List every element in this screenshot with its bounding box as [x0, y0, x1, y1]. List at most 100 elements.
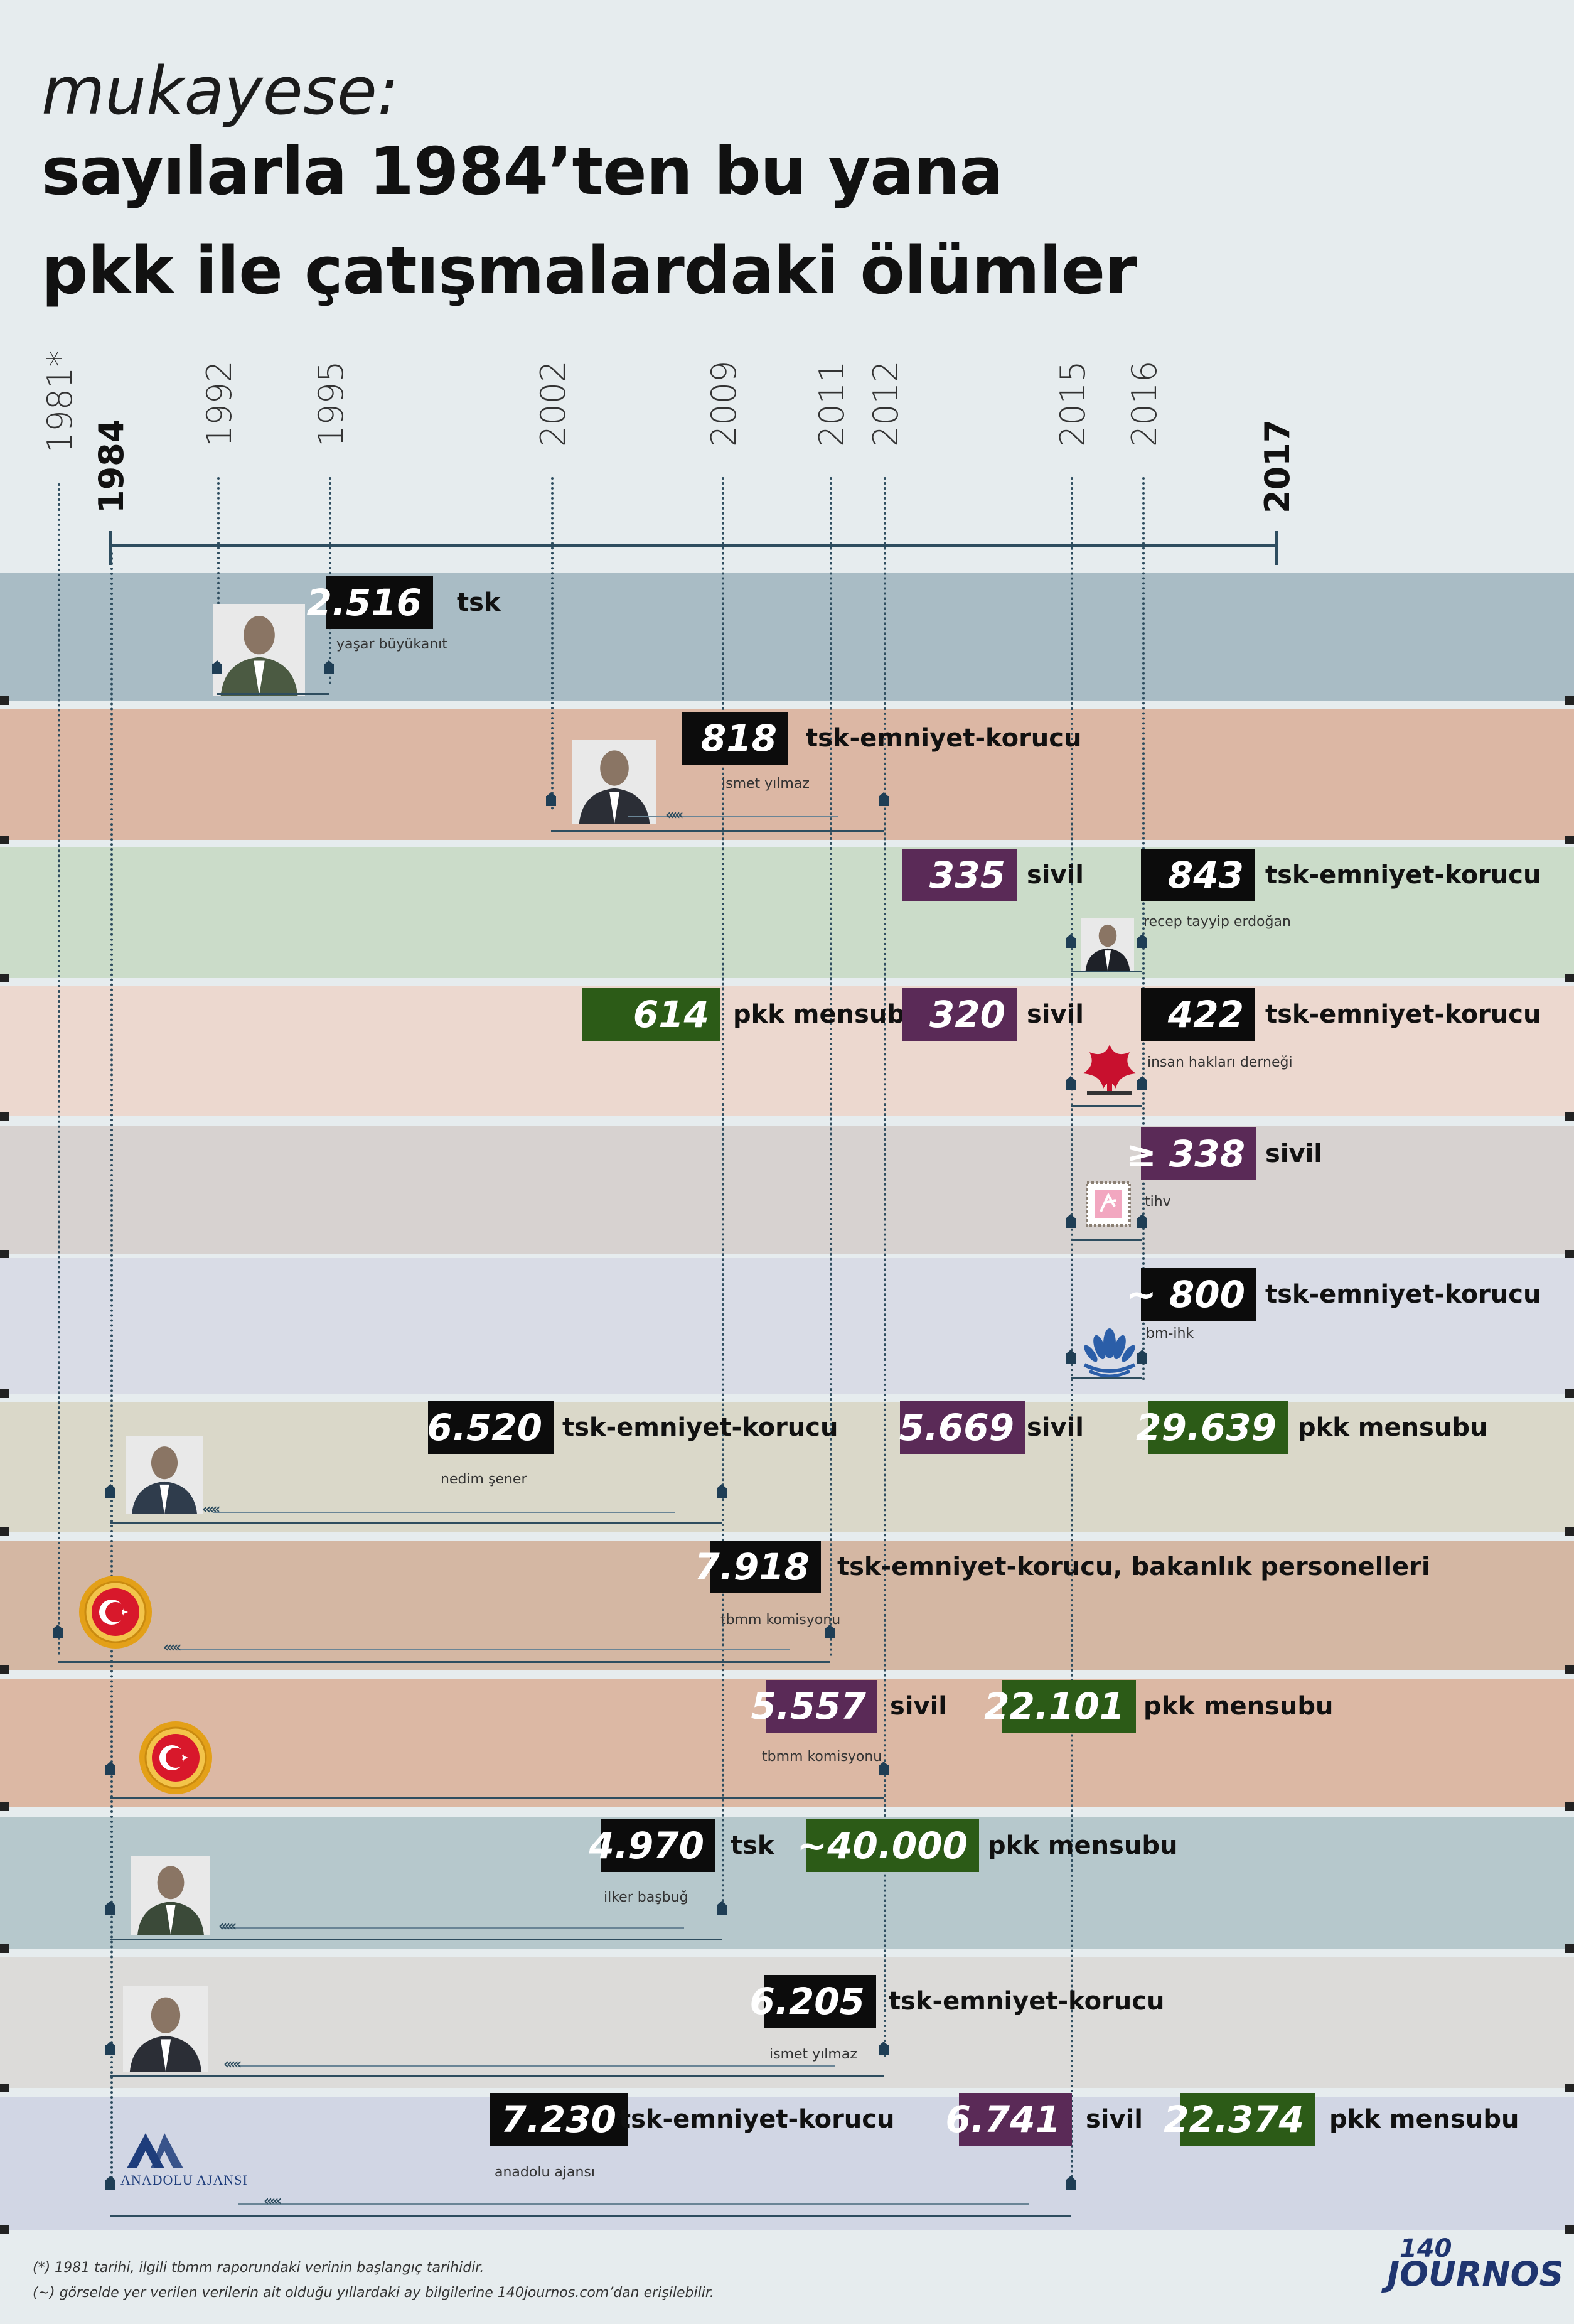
row-edge-tick — [0, 974, 9, 982]
location-pin-icon — [105, 1901, 116, 1915]
portrait-recep-tayyip-erdogan-icon — [1079, 918, 1136, 973]
victim-category-label: sivil — [1086, 2105, 1143, 2134]
year-label-2009: 2009 — [704, 360, 744, 447]
tbmm-emblem-icon — [78, 1574, 153, 1652]
row-edge-tick — [1565, 1802, 1574, 1811]
location-pin-icon — [1065, 1076, 1076, 1090]
victim-category-label: tsk-emniyet-korucu — [1265, 1280, 1541, 1309]
period-bracket-line — [110, 1797, 884, 1799]
row-edge-tick — [0, 1944, 9, 1953]
page-subtitle: mukayese: — [41, 53, 399, 129]
period-bracket-line — [58, 1661, 830, 1663]
portrait-ismet-yilmaz-icon — [572, 740, 656, 826]
source-caption: ilker başbuğ — [604, 1890, 688, 1905]
death-count-box: 614 — [582, 988, 720, 1041]
period-bracket-line — [213, 1512, 675, 1513]
chevron-icon: ‹‹‹‹‹ — [163, 1640, 181, 1655]
location-pin-icon — [323, 660, 335, 674]
timeline-axis — [110, 544, 1278, 547]
victim-category-label: tsk-emniyet-korucu — [889, 1987, 1165, 2016]
period-bracket-line — [178, 1649, 790, 1650]
period-bracket-line — [110, 1939, 722, 1940]
victim-category-label: tsk-emniyet-korucu, bakanlık personeller… — [837, 1552, 1430, 1581]
year-guide-line — [830, 477, 832, 1657]
period-bracket-line — [1071, 1105, 1142, 1107]
year-label-1995: 1995 — [311, 360, 351, 447]
row-edge-tick — [1565, 1389, 1574, 1398]
death-count-box: 818 — [682, 712, 788, 765]
year-label-1984: 1984 — [92, 419, 131, 514]
source-caption: tihv — [1145, 1194, 1171, 1210]
year-guide-line — [58, 483, 60, 1656]
chevron-icon: ‹‹‹‹‹ — [264, 2193, 282, 2209]
location-pin-icon — [1065, 934, 1076, 948]
row-edge-tick — [1565, 836, 1574, 844]
location-pin-icon — [878, 792, 889, 806]
death-count-box: ≥ 338 — [1126, 1127, 1256, 1180]
death-count-box: 843 — [1141, 849, 1255, 901]
row-edge-tick — [1565, 974, 1574, 982]
location-pin-icon — [1137, 934, 1148, 948]
portrait-yasar-buyukanit-icon — [207, 604, 311, 698]
location-pin-icon — [211, 660, 223, 674]
period-bracket-line — [110, 2215, 1071, 2217]
victim-category-label: pkk mensubu — [1329, 2105, 1519, 2134]
death-count-box: 4.970 — [589, 1819, 715, 1872]
victim-category-label: tsk — [457, 588, 501, 617]
death-count-box: 335 — [902, 849, 1017, 901]
victim-category-label: pkk mensubu — [1298, 1413, 1488, 1442]
source-caption: ismet yılmaz — [722, 776, 810, 792]
death-count-box: ~40.000 — [797, 1819, 979, 1872]
victim-category-label: pkk mensubu — [733, 1000, 923, 1029]
axis-end-tick — [1275, 531, 1278, 565]
victim-category-label: pkk mensubu — [988, 1831, 1178, 1860]
journos-logo-name: JOURNOS — [1387, 2254, 1564, 2294]
row-edge-tick — [0, 696, 9, 705]
period-bracket-line — [217, 693, 329, 695]
victim-category-label: tsk-emniyet-korucu — [1265, 861, 1541, 890]
death-count-box: 6.741 — [946, 2093, 1072, 2146]
location-pin-icon — [1065, 1214, 1076, 1228]
year-guide-line — [1142, 477, 1145, 1381]
location-pin-icon — [52, 1625, 63, 1638]
year-guide-line — [551, 477, 554, 810]
row-edge-tick — [0, 1802, 9, 1811]
footnote-1981: (*) 1981 tarihi, ilgili tbmm raporundaki… — [33, 2260, 485, 2276]
axis-start-tick — [109, 531, 112, 565]
location-pin-icon — [824, 1625, 835, 1638]
year-label-2012: 2012 — [866, 360, 906, 447]
period-bracket-line — [238, 2065, 835, 2067]
location-pin-icon — [105, 2042, 116, 2055]
row-band-3 — [0, 847, 1574, 978]
location-pin-icon — [545, 792, 557, 806]
location-pin-icon — [878, 1762, 889, 1775]
row-band-4 — [0, 986, 1574, 1116]
footnote-months: (~) görselde yer verilen verilerin ait o… — [33, 2285, 714, 2301]
ihd-logo-icon — [1081, 1040, 1138, 1100]
year-guide-line — [884, 477, 886, 2059]
row-edge-tick — [0, 836, 9, 844]
period-bracket-line — [1071, 971, 1142, 972]
year-label-1981: 1981* — [40, 350, 80, 453]
death-count-box: 2.516 — [307, 576, 433, 629]
row-edge-tick — [0, 1112, 9, 1121]
year-label-2017: 2017 — [1258, 419, 1297, 514]
row-band-7 — [0, 1402, 1574, 1532]
journos-logo: 140 JOURNOS — [1387, 2236, 1563, 2291]
source-caption: ismet yılmaz — [769, 2047, 857, 2062]
year-label-2002: 2002 — [533, 360, 573, 447]
row-edge-tick — [1565, 1665, 1574, 1674]
location-pin-icon — [105, 1762, 116, 1775]
death-count-box: 6.205 — [750, 1975, 876, 2028]
death-count-box: 320 — [902, 988, 1017, 1041]
victim-category-label: sivil — [1027, 1000, 1084, 1029]
year-guide-line — [217, 477, 220, 684]
source-caption: nedim şener — [441, 1471, 527, 1487]
period-bracket-line — [1071, 1239, 1142, 1241]
victim-category-label: tsk-emniyet-korucu — [619, 2105, 895, 2134]
page-title-line1: sayılarla 1984’ten bu yana — [41, 133, 1004, 210]
victim-category-label: tsk — [731, 1831, 774, 1860]
row-edge-tick — [1565, 1944, 1574, 1953]
death-count-box: 5.557 — [751, 1680, 877, 1733]
